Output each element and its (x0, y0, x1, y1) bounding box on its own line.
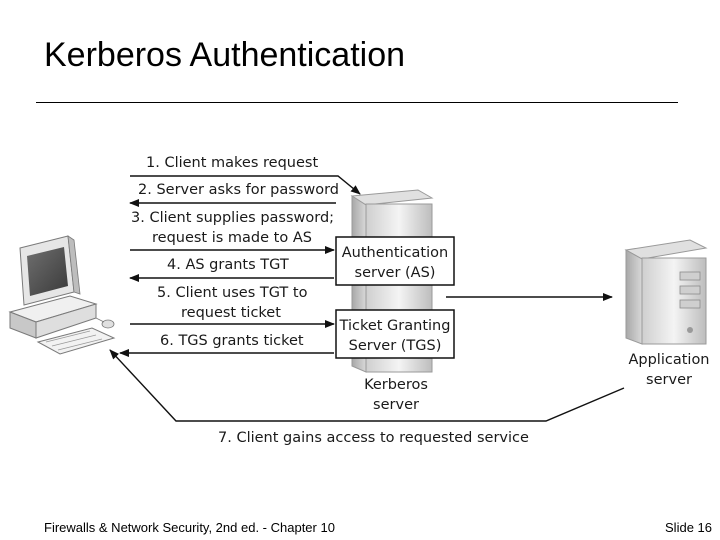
arrow-step-1 (130, 175, 361, 195)
step-6-label: 6. TGS grants ticket (160, 333, 304, 349)
footer-course: Firewalls & Network Security, 2nd ed. - … (44, 520, 335, 535)
kerberos-server-label-line2: server (373, 397, 419, 413)
authentication-server-box: Authentication server (AS) (335, 236, 455, 286)
client-computer-icon (8, 235, 116, 355)
arrow-step-7 (109, 349, 625, 422)
tgs-box: Ticket Granting Server (TGS) (335, 309, 455, 359)
kerberos-server-label-line1: Kerberos (364, 377, 428, 393)
as-label-line2: server (AS) (355, 265, 436, 281)
title-divider (36, 102, 678, 103)
step-7-label: 7. Client gains access to requested serv… (218, 430, 529, 446)
footer-slide-number: Slide 16 (665, 520, 712, 535)
slide-title: Kerberos Authentication (44, 36, 406, 74)
application-server-icon (624, 239, 708, 345)
as-label-line1: Authentication (342, 245, 448, 261)
step-arrows (109, 175, 625, 422)
step-5-label-line2: request ticket (181, 305, 281, 321)
step-1-label: 1. Client makes request (146, 155, 318, 171)
application-server-label-line2: server (646, 372, 692, 388)
step-3-label-line2: request is made to AS (152, 230, 312, 246)
tgs-label-line2: Server (TGS) (349, 338, 442, 354)
tgs-label-line1: Ticket Granting (339, 318, 451, 334)
application-server-label-line1: Application (628, 352, 709, 368)
step-4-label: 4. AS grants TGT (167, 257, 289, 273)
step-2-label: 2. Server asks for password (138, 182, 339, 198)
step-5-label-line1: 5. Client uses TGT to (157, 285, 308, 301)
step-3-label-line1: 3. Client supplies password; (131, 210, 334, 226)
